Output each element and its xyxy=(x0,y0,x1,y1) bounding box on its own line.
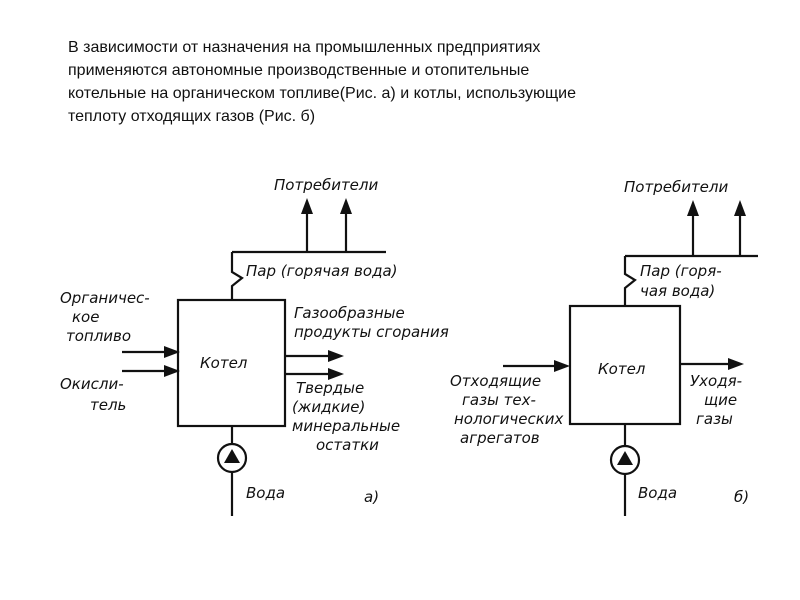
diagram-a: Потребители Пар (горячая вода) Котел Орг… xyxy=(60,176,449,516)
solids-label-line-3: минеральные xyxy=(292,417,400,435)
intro-text: В зависимости от назначения на промышлен… xyxy=(68,36,768,128)
caption-b: б) xyxy=(734,488,749,506)
steam-pipe-b xyxy=(623,256,637,306)
gases-label-line-1: Газообразные xyxy=(294,304,405,322)
boiler-label-a: Котел xyxy=(200,354,248,372)
waste-gases-in-arrowhead xyxy=(554,360,570,372)
consumers-label-b: Потребители xyxy=(624,178,728,196)
gases-arrowhead xyxy=(328,350,344,362)
waste-gases-out-arrowhead xyxy=(728,358,744,370)
waste-gases-in-label-line-1: Отходящие xyxy=(450,372,541,390)
waste-gases-in-label-line-4: агрегатов xyxy=(460,429,540,447)
consumer-arrowhead-a-left xyxy=(301,198,313,214)
fuel-label-line-3: топливо xyxy=(66,327,131,345)
intro-line: применяются автономные производственные … xyxy=(68,62,530,79)
intro-line: теплоту отходящих газов (Рис. б) xyxy=(68,108,316,125)
gases-label-line-2: продукты сгорания xyxy=(294,323,449,341)
intro-line: В зависимости от назначения на промышлен… xyxy=(68,39,541,56)
steam-label-a: Пар (горячая вода) xyxy=(246,262,398,280)
waste-gases-out-label-line-1: Уходя- xyxy=(690,372,742,390)
consumers-label-a: Потребители xyxy=(274,176,378,194)
consumer-arrowhead-b-right xyxy=(734,200,746,216)
waste-gases-out-label-line-2: щие xyxy=(704,391,737,409)
pump-a-triangle xyxy=(224,449,240,463)
waste-gases-in-label-line-2: газы тех- xyxy=(462,391,536,409)
waste-gases-out-label-line-3: газы xyxy=(696,410,733,428)
diagram-b: Потребители Пар (горя- чая вода) Котел О… xyxy=(450,178,758,516)
steam-pipe-a xyxy=(230,252,244,300)
fuel-label-line-1: Органичес- xyxy=(60,289,150,307)
pump-b-triangle xyxy=(617,451,633,465)
consumer-arrowhead-b-left xyxy=(687,200,699,216)
boiler-label-b: Котел xyxy=(598,360,646,378)
fuel-label-line-2: кое xyxy=(72,308,99,326)
waste-gases-in-label-line-3: нологических xyxy=(454,410,564,428)
intro-line: котельные на органическом топливе(Рис. а… xyxy=(68,85,576,102)
oxidizer-label-line-2: тель xyxy=(90,396,126,414)
water-label-a: Вода xyxy=(246,484,285,502)
steam-label-b-line-1: Пар (горя- xyxy=(640,262,722,280)
fuel-arrowhead xyxy=(164,346,180,358)
solids-label-line-2: (жидкие) xyxy=(292,398,365,416)
solids-label-line-4: остатки xyxy=(316,436,379,454)
solids-arrowhead xyxy=(328,368,344,380)
oxidizer-label-line-1: Окисли- xyxy=(60,375,124,393)
steam-label-b-line-2: чая вода) xyxy=(640,282,715,300)
caption-a: а) xyxy=(364,488,379,506)
solids-label-line-1: Твердые xyxy=(296,379,364,397)
consumer-arrowhead-a-right xyxy=(340,198,352,214)
oxidizer-arrowhead xyxy=(164,365,180,377)
water-label-b: Вода xyxy=(638,484,677,502)
